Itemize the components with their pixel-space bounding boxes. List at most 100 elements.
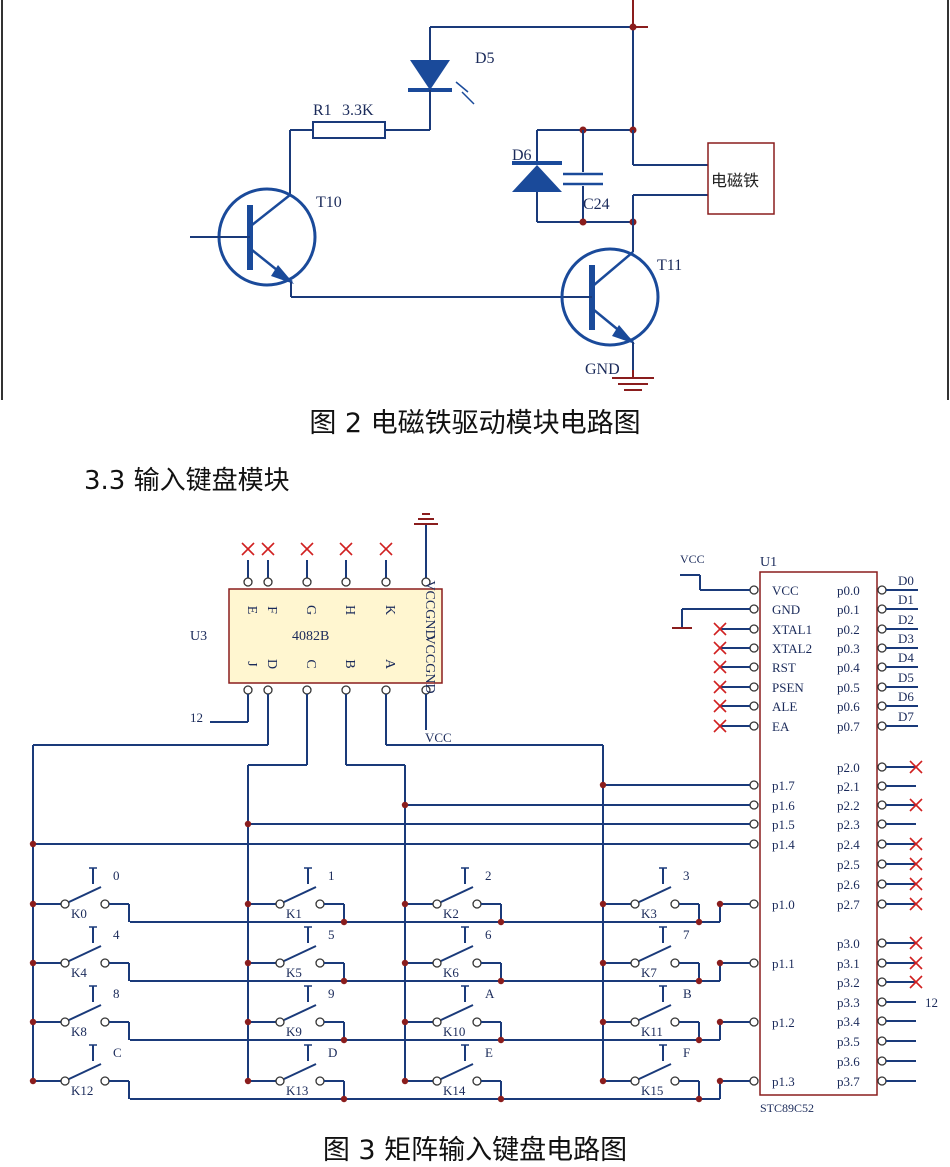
u3-vcc-label: VCC <box>425 730 452 745</box>
u1-left-pin <box>749 1076 759 1086</box>
junction-dot <box>29 1077 37 1085</box>
u3-top-pin <box>302 577 312 587</box>
key-ref-label: K6 <box>443 965 459 980</box>
u1-ref: U1 <box>760 555 777 570</box>
key-switch-lever <box>68 945 102 962</box>
no-connect-mark <box>909 936 923 950</box>
u1-left-pin <box>749 819 759 829</box>
u1-right-pin <box>877 859 887 869</box>
key-switch-lever <box>638 886 672 903</box>
key-switch-pin <box>432 958 442 968</box>
key-ref-label: K14 <box>443 1083 466 1098</box>
no-connect-mark <box>261 542 275 556</box>
key-switch-lever <box>68 886 102 903</box>
key-ref-label: K7 <box>641 965 657 980</box>
key-switch-pin <box>670 1076 680 1086</box>
junction-dot <box>599 1077 607 1085</box>
key-value-label: 8 <box>113 986 120 1001</box>
junction-dot <box>29 840 37 848</box>
junction-dot <box>599 1018 607 1026</box>
junction-dot <box>695 977 703 985</box>
u3-part: 4082B <box>292 629 329 644</box>
key-switch-pin <box>472 958 482 968</box>
key-switch-pin <box>315 958 325 968</box>
u1-left-pin-label: GND <box>772 602 800 617</box>
key-switch-pin <box>315 1076 325 1086</box>
u1-right-pin-label: p3.0 <box>837 936 860 951</box>
u3-top-pin <box>243 577 253 587</box>
u1-right-pin-label: p2.6 <box>837 877 860 892</box>
u1-right-pin-label: p0.7 <box>837 719 860 734</box>
u1-right-pin-label: p0.5 <box>837 680 860 695</box>
u1-right-pin <box>877 662 887 672</box>
key-ref-label: K15 <box>641 1083 663 1098</box>
key-switch-pin <box>432 1017 442 1027</box>
u3-bottom-pin <box>381 685 391 695</box>
u1-right-pin <box>877 701 887 711</box>
key-switch-lever <box>283 1004 317 1021</box>
u1-right-pin-label: p2.4 <box>837 837 860 852</box>
u3-bottom-pin-label: B <box>342 659 357 668</box>
u1-right-pin-label: p3.6 <box>837 1054 860 1069</box>
coil-box <box>707 142 775 215</box>
key-switch-pin <box>315 899 325 909</box>
junction-dot <box>401 1018 409 1026</box>
u1-data-label: D2 <box>898 612 914 627</box>
u1-left-pin-label: ALE <box>772 699 797 714</box>
u3-top-pin <box>421 577 431 587</box>
key-switch-pin <box>472 1076 482 1086</box>
u1-part: STC89C52 <box>760 1101 814 1115</box>
junction-dot <box>599 900 607 908</box>
key-switch-pin <box>670 1017 680 1027</box>
junction-dot <box>599 959 607 967</box>
u3-bottom-pin-label: D <box>264 659 279 669</box>
no-connect-mark <box>909 975 923 989</box>
label-t10: T10 <box>316 194 342 211</box>
u1-right-pin <box>877 839 887 849</box>
u3-top-pin <box>341 577 351 587</box>
label-gnd: GND <box>585 361 620 378</box>
no-connect-mark <box>909 897 923 911</box>
u1-left-pin-label: EA <box>772 719 790 734</box>
key-value-label: 5 <box>328 927 335 942</box>
key-switch-lever <box>638 1004 672 1021</box>
junction-dot <box>340 1095 348 1103</box>
key-ref-label: K13 <box>286 1083 308 1098</box>
u1-left-pin <box>749 662 759 672</box>
u1-right-pin-label: p0.2 <box>837 622 860 637</box>
label-r1: R1 <box>313 102 332 119</box>
key-switch-pin <box>275 1076 285 1086</box>
u1-right-pin-label: p2.5 <box>837 857 860 872</box>
u3-top-pin-label: F <box>264 606 279 614</box>
key-ref-label: K11 <box>641 1024 663 1039</box>
no-connect-mark <box>241 542 255 556</box>
resistor-r1 <box>312 121 386 139</box>
label-d6: D6 <box>512 147 532 164</box>
key-switch-pin <box>472 899 482 909</box>
key-value-label: 7 <box>683 927 690 942</box>
u1-left-pin <box>749 701 759 711</box>
u1-left-pin <box>749 624 759 634</box>
u3-body <box>228 588 443 684</box>
key-switch-pin <box>100 1017 110 1027</box>
section-title: 3.3 输入键盘模块 <box>84 466 290 496</box>
u1-right-pin <box>877 879 887 889</box>
junction-dot <box>340 977 348 985</box>
junction-dot <box>244 820 252 828</box>
u1-right-pin-label: p3.1 <box>837 956 860 971</box>
u1-right-pin <box>877 585 887 595</box>
key-switch-pin <box>100 958 110 968</box>
key-value-label: 9 <box>328 986 335 1001</box>
u1-right-pin-label: p3.3 <box>837 995 860 1010</box>
key-switch-lever <box>440 1004 474 1021</box>
u1-right-pin <box>877 762 887 772</box>
u3-bottom-pin-label: J <box>244 661 259 667</box>
junction-dot <box>401 959 409 967</box>
key-switch-pin <box>432 1076 442 1086</box>
key-switch-lever <box>283 945 317 962</box>
junction-dot <box>340 1036 348 1044</box>
junction-dot <box>401 1077 409 1085</box>
u1-left-pin-label: PSEN <box>772 680 804 695</box>
u1-left-pin <box>749 958 759 968</box>
